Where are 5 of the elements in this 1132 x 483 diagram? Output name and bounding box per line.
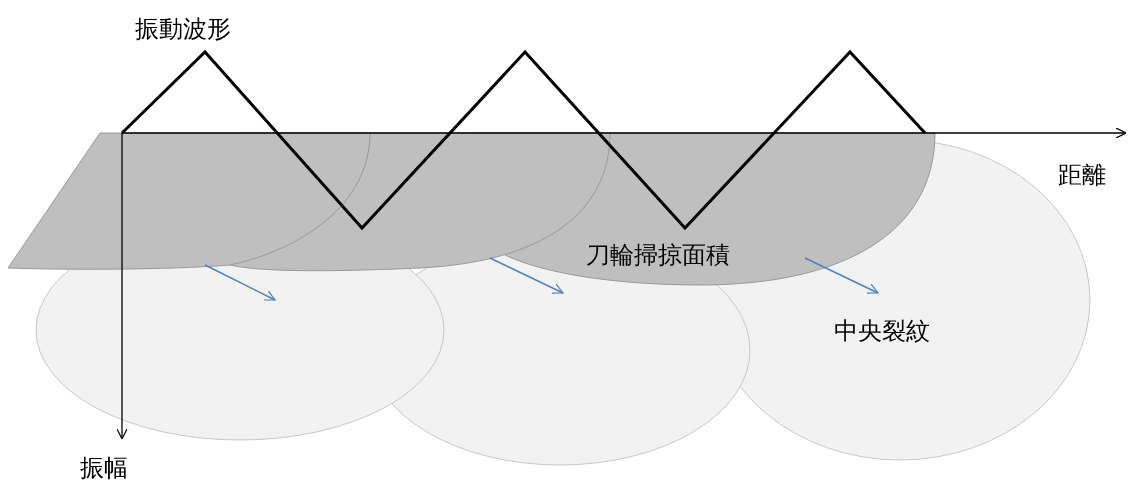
axis-label: 振幅 [80, 455, 128, 482]
area-label: 刀輪掃掠面積 [586, 242, 730, 269]
crack-label: 中央裂紋 [834, 318, 930, 345]
axis-label: 距離 [1058, 162, 1106, 189]
waveform-label: 振動波形 [135, 16, 231, 43]
